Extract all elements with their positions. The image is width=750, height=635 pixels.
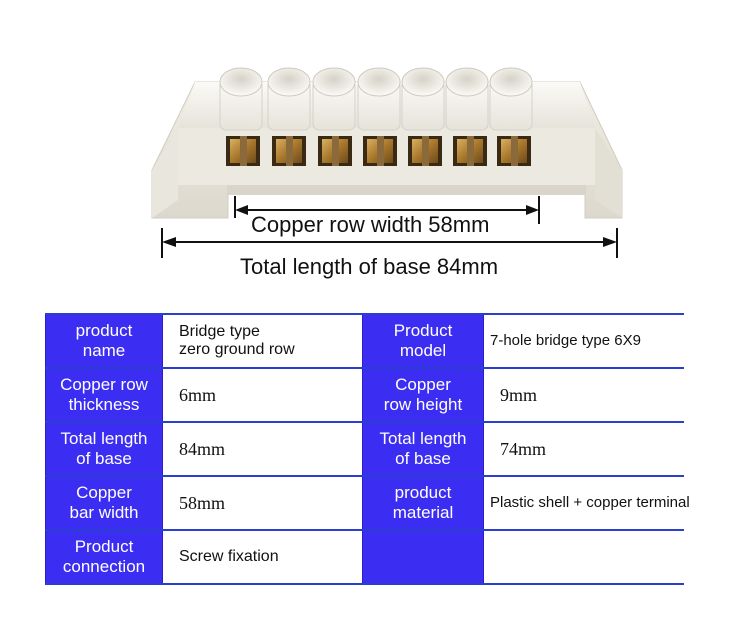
- tower-6: [445, 67, 489, 131]
- terminal-4: [363, 136, 397, 166]
- terminal-6: [453, 136, 487, 166]
- copper-width-label: Copper row width 58mm: [251, 212, 490, 237]
- tower-4: [357, 67, 401, 131]
- tower-5: [401, 67, 445, 131]
- terminal-5: [408, 136, 442, 166]
- spec-value: Plastic shell + copper terminal: [483, 476, 690, 531]
- base-length-dimension: [161, 228, 618, 258]
- tower-2: [267, 67, 311, 131]
- spec-value-empty: [483, 530, 684, 585]
- spec-value: 7-hole bridge type 6X9: [483, 313, 684, 369]
- terminal-7: [497, 136, 531, 166]
- spec-label-empty: [362, 530, 484, 585]
- screw-towers: [219, 67, 533, 131]
- terminal-2: [272, 136, 306, 166]
- busbar-product-image: [151, 67, 623, 258]
- tower-1: [219, 67, 263, 131]
- terminal-3: [318, 136, 352, 166]
- spec-value: 58mm: [162, 476, 363, 531]
- spec-value: 9mm: [483, 368, 684, 423]
- base-length-label: Total length of base 84mm: [240, 254, 499, 279]
- spec-value: 84mm: [162, 422, 363, 477]
- spec-value: Screw fixation: [162, 530, 363, 585]
- copper-width-dimension: [234, 196, 540, 224]
- copper-terminals: [226, 136, 531, 166]
- spec-value: 6mm: [162, 368, 363, 423]
- spec-value: 74mm: [483, 422, 684, 477]
- tower-3: [312, 67, 356, 131]
- terminal-1: [226, 136, 260, 166]
- tower-7: [489, 67, 533, 131]
